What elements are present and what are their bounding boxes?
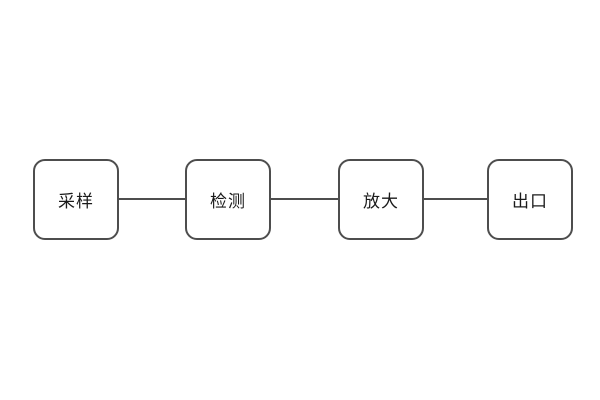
flowchart-node-detection: 检测 xyxy=(185,159,271,240)
flowchart-node-amplification: 放大 xyxy=(338,159,424,240)
flowchart-node-sampling: 采样 xyxy=(33,159,119,240)
flowchart-node-outlet: 出口 xyxy=(487,159,573,240)
connector-line xyxy=(119,198,185,200)
connector-line xyxy=(423,198,487,200)
node-label: 放大 xyxy=(363,192,399,211)
node-label: 出口 xyxy=(512,192,548,211)
node-label: 采样 xyxy=(58,192,94,211)
connector-line xyxy=(270,198,338,200)
node-label: 检测 xyxy=(210,192,246,211)
